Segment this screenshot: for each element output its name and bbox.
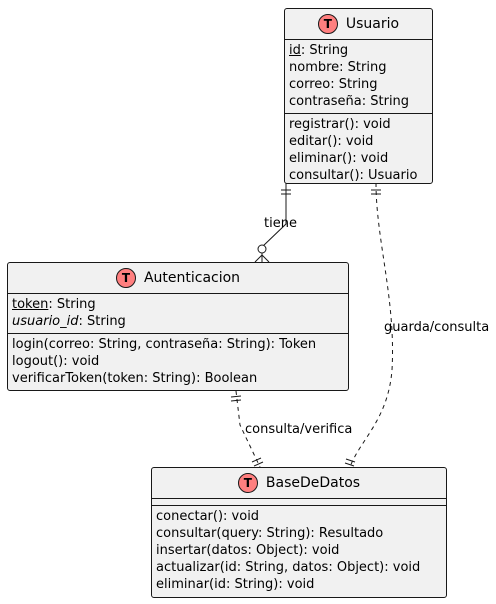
class-name: Autenticacion (143, 270, 241, 286)
attribute-name: token (12, 297, 49, 312)
attribute-type: : String (78, 314, 126, 329)
method-row: conectar(): void (156, 509, 260, 524)
attribute-name: nombre (289, 60, 340, 75)
attribute-name: contraseña (289, 94, 362, 109)
attribute-name: usuario_id (12, 314, 79, 329)
attribute-name: correo (289, 77, 331, 92)
method-row: logout(): void (12, 354, 100, 369)
attribute-row: contraseña: String (289, 93, 432, 110)
class-basededatos-header: T BaseDeDatos (152, 468, 446, 498)
class-type-icon: T (237, 473, 258, 493)
class-type-icon: T (317, 14, 338, 34)
class-usuario-header: T Usuario (285, 9, 432, 39)
attribute-row: correo: String (289, 76, 432, 93)
attribute-row: token: String (12, 296, 348, 313)
attributes-section: id: String nombre: String correo: String… (285, 39, 432, 113)
label-consulta-verifica: consulta/verifica (245, 422, 353, 437)
class-name: BaseDeDatos (265, 475, 361, 491)
attribute-type: : String (330, 77, 378, 92)
relation-tiene (254, 183, 291, 263)
attribute-name: id (289, 43, 301, 58)
method-row: verificarToken(token: String): Boolean (12, 371, 258, 386)
relation-guarda-consulta (344, 182, 394, 468)
attribute-row: nombre: String (289, 59, 432, 76)
class-autenticacion-header: T Autenticacion (8, 263, 348, 293)
method-row: editar(): void (289, 134, 374, 149)
class-basededatos[interactable]: T BaseDeDatos conectar(): void consultar… (151, 467, 447, 598)
attribute-row: usuario_id: String (12, 313, 348, 330)
attribute-type: : String (300, 43, 349, 58)
methods-section: conectar(): void consultar(query: String… (152, 505, 446, 596)
methods-section: login(correo: String, contraseña: String… (8, 333, 348, 390)
attribute-type: : String (339, 60, 387, 75)
method-row: actualizar(id: String, datos: Object): v… (156, 560, 421, 575)
attribute-type: : String (361, 94, 410, 109)
class-usuario[interactable]: T Usuario id: String nombre: String corr… (284, 8, 433, 184)
method-row: insertar(datos: Object): void (156, 543, 340, 558)
method-row: login(correo: String, contraseña: String… (12, 337, 317, 352)
label-guarda-consulta: guarda/consulta (384, 320, 490, 335)
relation-consulta-verifica (230, 390, 264, 468)
class-type-icon: T (115, 268, 136, 288)
method-row: eliminar(id: String): void (156, 577, 315, 592)
method-row: registrar(): void (289, 117, 391, 132)
method-row: consultar(query: String): Resultado (156, 526, 384, 541)
class-autenticacion[interactable]: T Autenticacion token: String usuario_id… (7, 262, 349, 391)
attributes-section: token: String usuario_id: String (8, 293, 348, 333)
class-name: Usuario (345, 16, 400, 32)
methods-section: registrar(): void editar(): void elimina… (285, 113, 432, 187)
method-row: consultar(): Usuario (289, 168, 418, 183)
label-tiene: tiene (264, 216, 297, 231)
method-row: eliminar(): void (289, 151, 389, 166)
attribute-type: : String (48, 297, 96, 312)
attribute-row: id: String (289, 42, 432, 59)
attributes-section (152, 498, 446, 505)
